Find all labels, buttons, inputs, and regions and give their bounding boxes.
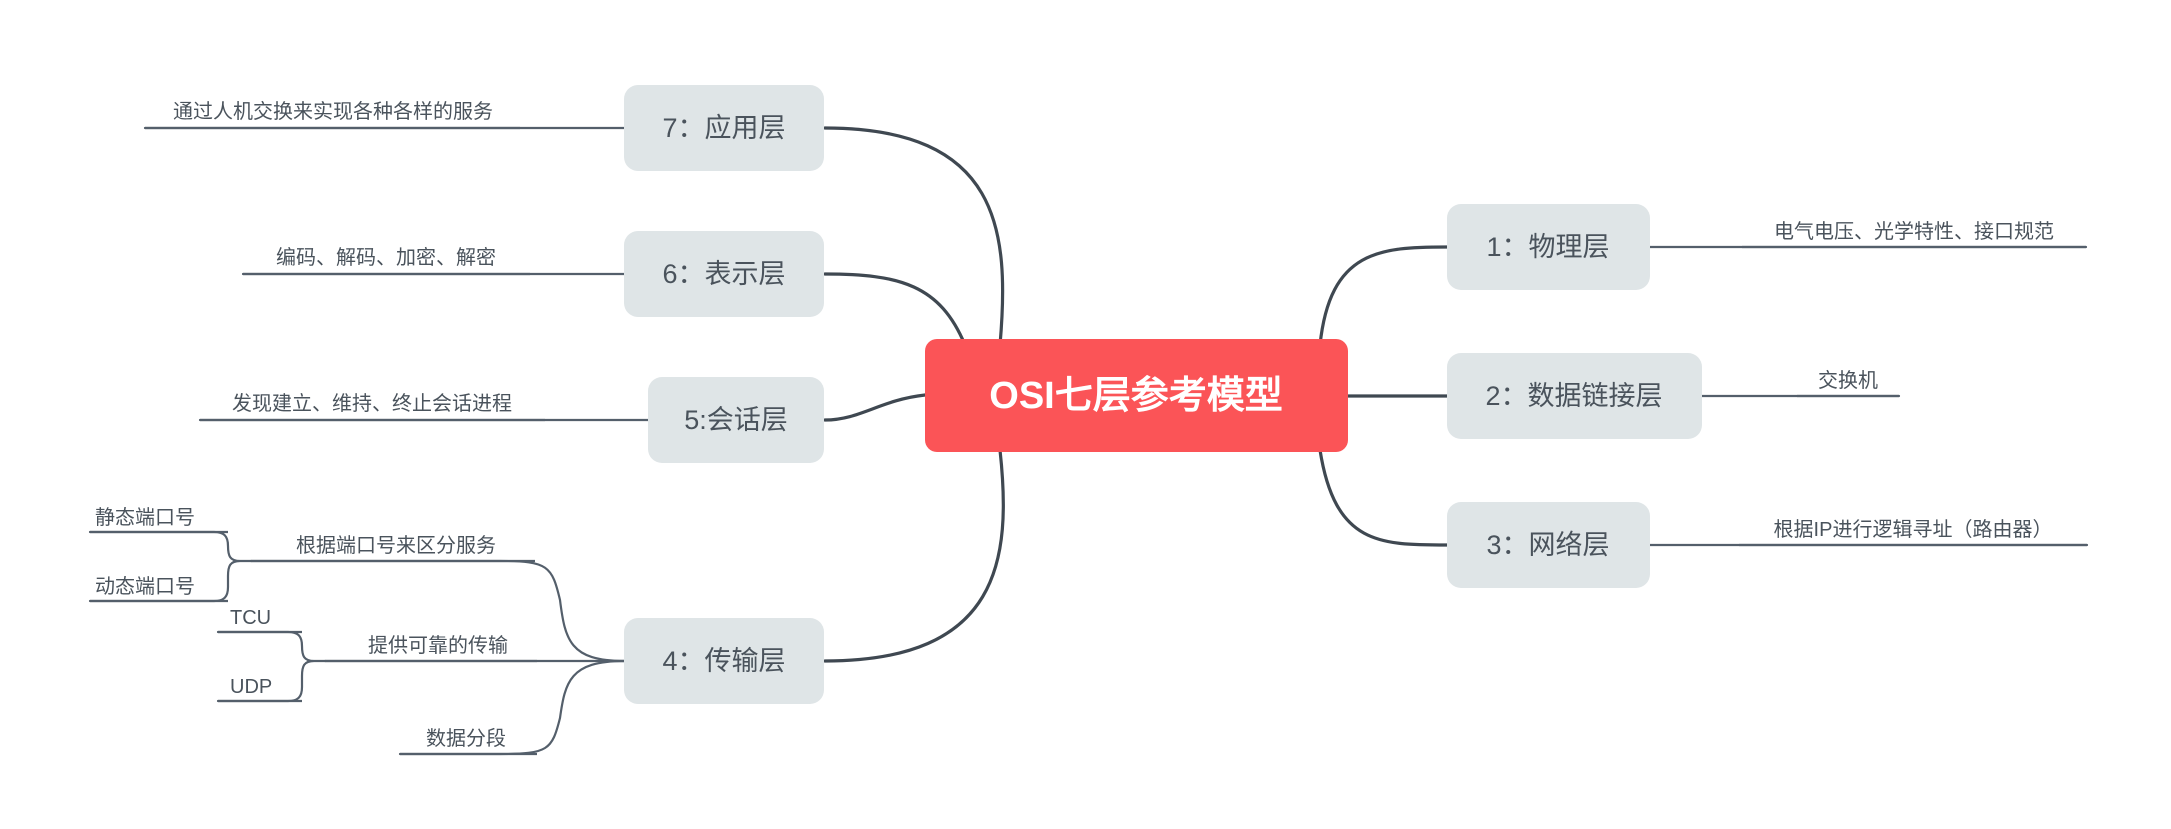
node-layer2[interactable]: 2：数据链接层 bbox=[1447, 353, 1702, 439]
label-layer4-subC: 数据分段 bbox=[426, 727, 506, 750]
node-layer6-box[interactable] bbox=[624, 231, 824, 317]
edge-root-to-layer3 bbox=[1318, 448, 1449, 547]
node-layer4-label: 4：传输层 bbox=[662, 646, 785, 676]
label-layer6-description: 编码、解码、加密、解密 bbox=[276, 246, 496, 269]
node-layer5-label: 5:会话层 bbox=[684, 405, 788, 435]
edge-root-to-layer6 bbox=[823, 272, 967, 347]
node-layer7-label: 7：应用层 bbox=[662, 113, 785, 143]
label-layer2-description: 交换机 bbox=[1818, 369, 1878, 392]
node-layer1-label: 1：物理层 bbox=[1486, 232, 1609, 262]
node-layer3-box[interactable] bbox=[1447, 502, 1650, 588]
edge-root-to-layer7 bbox=[823, 126, 1005, 347]
label-layer7-description: 通过人机交换来实现各种各样的服务 bbox=[173, 100, 493, 123]
edge-root-to-layer4 bbox=[823, 448, 1005, 663]
label-layer4-subA: 根据端口号来区分服务 bbox=[296, 534, 496, 557]
label-udp: UDP bbox=[230, 676, 272, 698]
label-layer4-subB: 提供可靠的传输 bbox=[368, 634, 508, 657]
node-layer3[interactable]: 3：网络层 bbox=[1447, 502, 1650, 588]
node-layer7[interactable]: 7：应用层 bbox=[624, 85, 824, 171]
node-layer1[interactable]: 1：物理层 bbox=[1447, 204, 1650, 290]
node-layer2-label: 2：数据链接层 bbox=[1485, 381, 1662, 411]
label-layer1-description: 电气电压、光学特性、接口规范 bbox=[1774, 220, 2054, 243]
root-node-box[interactable] bbox=[925, 339, 1348, 452]
label-tcu: TCU bbox=[230, 607, 271, 629]
node-layer1-box[interactable] bbox=[1447, 204, 1650, 290]
root-node[interactable]: OSI七层参考模型 bbox=[925, 339, 1348, 452]
node-layer7-box[interactable] bbox=[624, 85, 824, 171]
edge-layer4-subA bbox=[249, 559, 626, 663]
label-static-port: 静态端口号 bbox=[95, 506, 195, 529]
label-layer3-description: 根据IP进行逻辑寻址（路由器） bbox=[1774, 518, 2053, 541]
node-layer4-box[interactable] bbox=[624, 618, 824, 704]
node-layer2-box[interactable] bbox=[1447, 353, 1702, 439]
edge-root-to-layer1 bbox=[1318, 245, 1449, 347]
node-layer5[interactable]: 5:会话层 bbox=[648, 377, 824, 463]
label-dynamic-port: 动态端口号 bbox=[95, 575, 195, 598]
node-layer3-label: 3：网络层 bbox=[1486, 530, 1609, 560]
node-layer6[interactable]: 6：表示层 bbox=[624, 231, 824, 317]
node-layer5-box[interactable] bbox=[648, 377, 824, 463]
node-layer4[interactable]: 4：传输层 bbox=[624, 618, 824, 704]
edge-root-to-layer5 bbox=[823, 393, 927, 422]
label-layer5-description: 发现建立、维持、终止会话进程 bbox=[232, 392, 512, 415]
root-node-label: OSI七层参考模型 bbox=[989, 375, 1282, 417]
node-layer6-label: 6：表示层 bbox=[662, 259, 785, 289]
